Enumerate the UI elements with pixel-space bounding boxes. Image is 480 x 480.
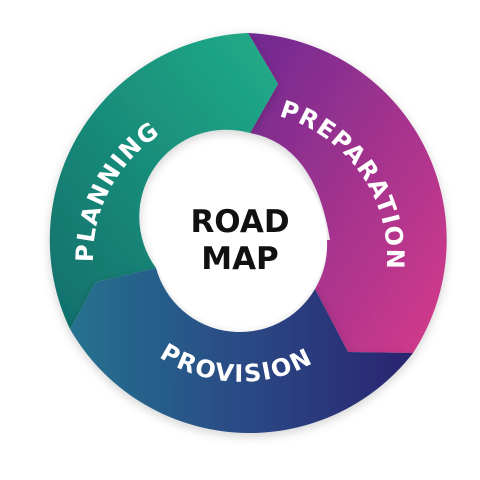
- segment-provision: [70, 268, 413, 433]
- center-circle: [153, 153, 327, 327]
- segment-planning: [49, 33, 278, 329]
- center-label-line2: MAP: [201, 241, 279, 277]
- segment-preparation: [248, 33, 447, 353]
- center-label-line1: ROAD: [190, 204, 289, 240]
